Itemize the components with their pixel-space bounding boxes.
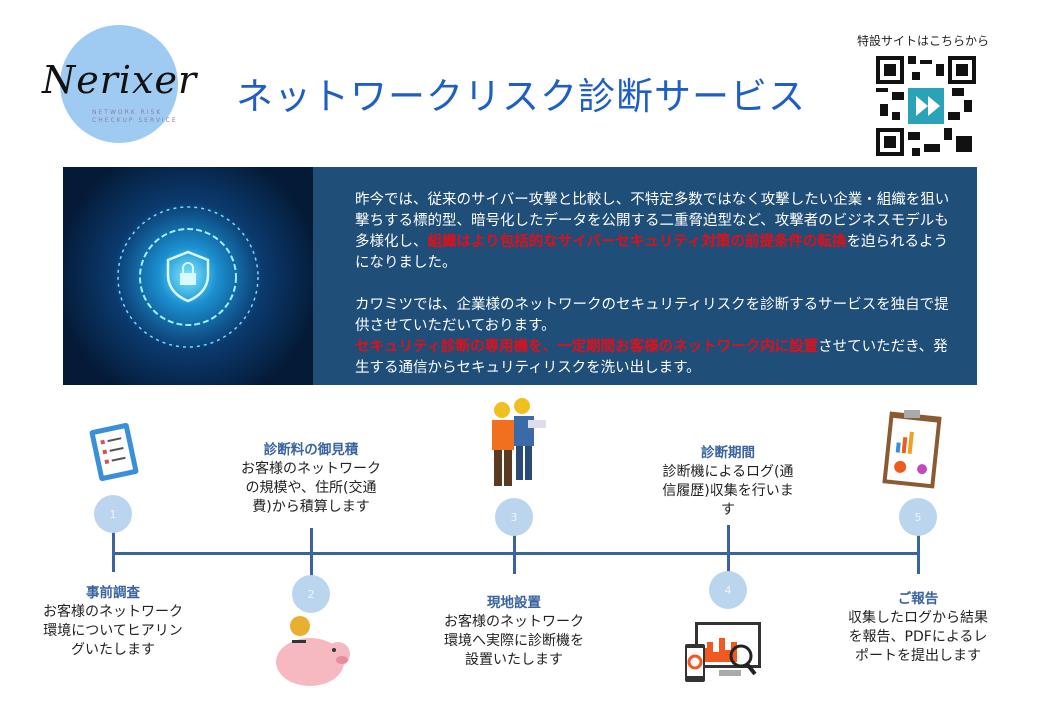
step-2: 診断料の御見積お客様のネットワークの規模や、住所(交通費)から積算します bbox=[226, 441, 396, 517]
step-description: 収集したログから結果を報告、PDFによるレポートを提出します bbox=[848, 610, 988, 664]
intro-text-1b: を迫られるようになりました。 bbox=[355, 234, 949, 271]
step-description: お客様のネットワーク環境へ実際に診断機を設置いたします bbox=[444, 614, 584, 668]
qr-label: 特設サイトはこちらから bbox=[856, 34, 989, 48]
step-description: お客様のネットワーク環境についてヒアリングいたします bbox=[43, 604, 183, 658]
timeline-line bbox=[113, 552, 919, 555]
step-description: お客様のネットワークの規模や、住所(交通費)から積算します bbox=[241, 461, 381, 515]
logo: Nerixer bbox=[42, 58, 198, 102]
report-clipboard-icon bbox=[882, 410, 942, 489]
intro-text-2b: させていただき、発生する通信からセキュリティリスクを洗い出します。 bbox=[355, 339, 948, 376]
timeline-connector bbox=[727, 525, 730, 575]
timeline-connector bbox=[112, 530, 115, 572]
intro-paragraph-2: カワミツでは、企業様のネットワークのセキュリティリスクを診断するサービスを独自で… bbox=[355, 295, 955, 379]
intro-text-1a: 昨今では、従来のサイバー攻撃と比較し、不特定多数ではなく攻撃したい企業・組織を狙… bbox=[355, 192, 950, 250]
step-title: ご報告 bbox=[897, 591, 939, 607]
engineers-icon bbox=[492, 398, 546, 486]
step-number-4: 4 bbox=[709, 571, 747, 609]
step-5: ご報告収集したログから結果を報告、PDFによるレポートを提出します bbox=[833, 590, 1003, 666]
intro-text: 昨今では、従来のサイバー攻撃と比較し、不特定多数ではなく攻撃したい企業・組織を狙… bbox=[355, 190, 955, 379]
step-3: 現地設置お客様のネットワーク環境へ実際に診断機を設置いたします bbox=[429, 594, 599, 670]
intro-highlight-1: 組織はより包括的なサイバーセキュリティ対策の前提条件の転換 bbox=[427, 234, 847, 250]
clipboard-checklist-icon bbox=[89, 422, 139, 482]
step-number-2: 2 bbox=[292, 575, 330, 613]
step-title: 診断期間 bbox=[701, 445, 755, 461]
step-title: 事前調査 bbox=[86, 585, 140, 601]
piggy-bank-icon bbox=[276, 616, 350, 686]
step-title: 現地設置 bbox=[487, 595, 541, 611]
intro-paragraph-1: 昨今では、従来のサイバー攻撃と比較し、不特定多数ではなく攻撃したい企業・組織を狙… bbox=[355, 190, 955, 274]
timeline-connector bbox=[513, 532, 516, 574]
step-number-3: 3 bbox=[495, 498, 533, 536]
logo-subtitle-line2: CHECKUP SERVICE bbox=[92, 117, 178, 124]
analytics-devices-icon bbox=[685, 622, 761, 682]
step-number-5: 5 bbox=[899, 498, 937, 536]
step-title: 診断料の御見積 bbox=[263, 442, 359, 458]
logo-subtitle-line1: NETWORK RISK bbox=[92, 109, 163, 116]
step-description: 診断機によるログ(通信履歴)収集を行います bbox=[662, 464, 794, 518]
qr-code-icon[interactable] bbox=[876, 56, 976, 156]
step-4: 診断期間診断機によるログ(通信履歴)収集を行います bbox=[643, 444, 813, 520]
timeline-connector bbox=[917, 532, 920, 574]
intro-text-2a: カワミツでは、企業様のネットワークのセキュリティリスクを診断するサービスを独自で… bbox=[355, 297, 949, 334]
page-title: ネットワークリスク診断サービス bbox=[236, 75, 806, 118]
timeline-connector bbox=[310, 528, 313, 576]
step-1: 事前調査お客様のネットワーク環境についてヒアリングいたします bbox=[28, 584, 198, 660]
step-number-1: 1 bbox=[94, 495, 132, 533]
logo-circle bbox=[60, 25, 178, 143]
intro-highlight-2: セキュリティ診断の専用機を、一定期間お客様のネットワーク内に設置 bbox=[355, 339, 819, 355]
cyber-security-shield-image bbox=[63, 167, 313, 385]
